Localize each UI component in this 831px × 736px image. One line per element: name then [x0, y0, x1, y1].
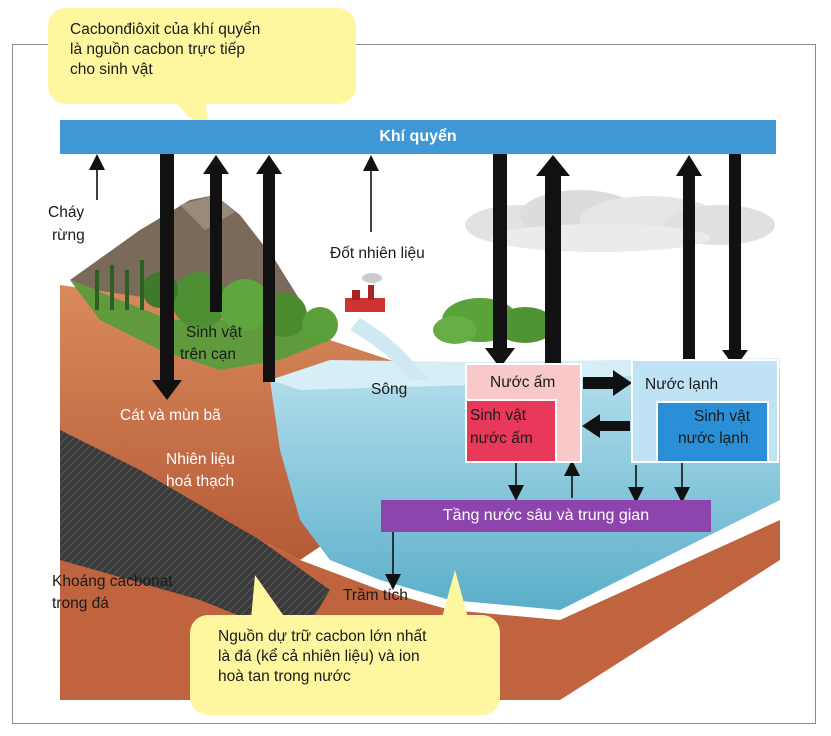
label-warm-water: Nước ấm	[490, 374, 556, 391]
river	[350, 318, 430, 380]
top-callout-line-3: cho sinh vật	[70, 61, 153, 78]
label-warm-organisms-1: Sinh vật	[470, 407, 527, 424]
label-forest-fire-1: Cháy	[48, 204, 85, 221]
label-river: Sông	[371, 381, 408, 398]
label-carbonate-1: Khoáng cacbonat	[52, 573, 173, 590]
top-callout-line-1: Cacbonđiôxit của khí quyển	[70, 21, 261, 38]
label-fossil-burning: Đốt nhiên liệu	[330, 245, 425, 262]
deep-layer-bar: Tầng nước sâu và trung gian	[381, 500, 711, 532]
factory	[345, 273, 385, 312]
warm-water-box	[465, 363, 582, 463]
label-cold-water: Nước lạnh	[645, 376, 719, 393]
label-fossil-fuel-1: Nhiên liệu	[166, 451, 235, 468]
label-land-organisms-2: trên cạn	[180, 346, 237, 363]
deep-layer-label: Tầng nước sâu và trung gian	[442, 507, 650, 524]
top-callout-line-2: là nguồn cacbon trực tiếp	[70, 41, 245, 58]
atmosphere-label: Khí quyển	[379, 128, 457, 145]
label-fossil-fuel-2: hoá thạch	[166, 473, 235, 490]
label-forest-fire-2: rừng	[52, 227, 85, 244]
label-warm-organisms-2: nước ấm	[470, 430, 533, 447]
thick-arrows	[152, 154, 748, 438]
label-sand-humus: Cát và mùn bã	[120, 407, 221, 424]
atmosphere-bar: Khí quyển	[60, 120, 776, 154]
label-carbonate-2: trong đá	[52, 595, 109, 612]
bottom-callout-line-1: Nguồn dự trữ cacbon lớn nhất	[218, 628, 427, 645]
label-cold-organisms-2: nước lạnh	[678, 430, 749, 447]
bottom-callout: Nguồn dự trữ cacbon lớn nhất là đá (kể c…	[190, 615, 500, 715]
cold-water-box	[631, 359, 779, 463]
label-land-organisms-1: Sinh vật	[186, 324, 243, 341]
label-sediment: Trầm tích	[343, 587, 408, 604]
label-cold-organisms-1: Sinh vật	[694, 408, 751, 425]
clouds	[465, 190, 775, 252]
top-callout: Cacbonđiôxit của khí quyển là nguồn cacb…	[48, 8, 356, 104]
bottom-callout-tail-2	[440, 570, 470, 625]
bottom-callout-line-2: là đá (kể cả nhiên liệu) và ion	[218, 648, 420, 665]
bottom-callout-line-3: hoà tan trong nước	[218, 668, 351, 685]
